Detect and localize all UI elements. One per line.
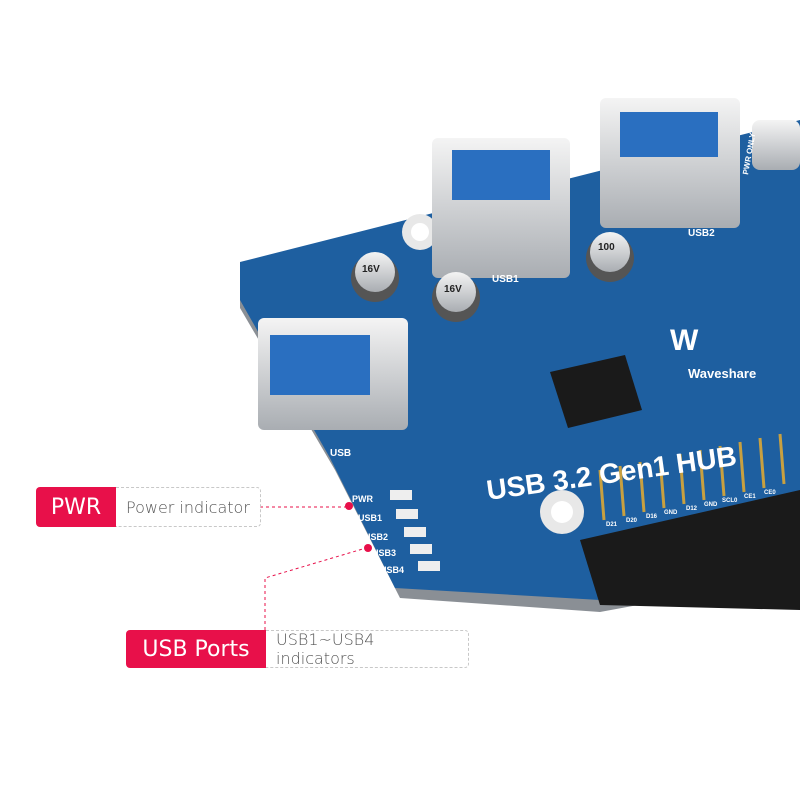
- led-label: PWR: [352, 494, 373, 504]
- capacitor-label: 100: [598, 242, 615, 253]
- pcb: [240, 120, 800, 600]
- port-label: USB: [330, 448, 351, 459]
- led-label: USB1: [358, 513, 382, 523]
- hub-controller-chip: [550, 355, 642, 428]
- port-label: USB2: [688, 228, 715, 239]
- capacitor: [586, 232, 634, 282]
- pin-label: CE1: [744, 494, 756, 500]
- usb-c-port: [752, 120, 800, 170]
- pwr-marker-dot: [345, 502, 353, 510]
- capacitor: [351, 252, 399, 302]
- gpio-pins: [598, 433, 786, 521]
- pin-label: D12: [686, 506, 698, 512]
- usb-port-side: [258, 318, 408, 430]
- port-label: USB1: [492, 274, 519, 285]
- usb-leader-line: [264, 547, 367, 630]
- usb-ports-callout: USB Ports USB1~USB4 indicators: [126, 630, 469, 668]
- gpio-header: [580, 490, 800, 610]
- led-label: USB3: [372, 548, 396, 558]
- pwr-tag: PWR: [36, 487, 116, 527]
- led-indicators: [390, 490, 440, 571]
- pin-label: SCL0: [722, 498, 738, 504]
- pwr-callout: PWR Power indicator: [36, 487, 261, 527]
- led-label: USB2: [364, 532, 388, 542]
- pin-label: D21: [606, 522, 618, 528]
- pin-label: GND: [664, 510, 678, 516]
- pwr-description: Power indicator: [116, 487, 261, 527]
- capacitor-label: 16V: [444, 284, 462, 295]
- capacitor-label: 16V: [362, 264, 380, 275]
- usb-marker-dot: [364, 544, 372, 552]
- brand-label: Waveshare: [688, 366, 756, 381]
- pin-label: D16: [646, 514, 658, 520]
- pin-label: GND: [704, 502, 718, 508]
- usb-ports-description: USB1~USB4 indicators: [266, 630, 469, 668]
- pin-label: D20: [626, 518, 638, 524]
- usb-port-2: [600, 98, 740, 228]
- led-label: USB4: [380, 565, 404, 575]
- usb-port-1: [432, 138, 570, 278]
- pin-label: CE0: [764, 490, 776, 496]
- waveshare-logo: W: [670, 324, 699, 357]
- capacitor: [432, 272, 480, 322]
- usb-ports-tag: USB Ports: [126, 630, 266, 668]
